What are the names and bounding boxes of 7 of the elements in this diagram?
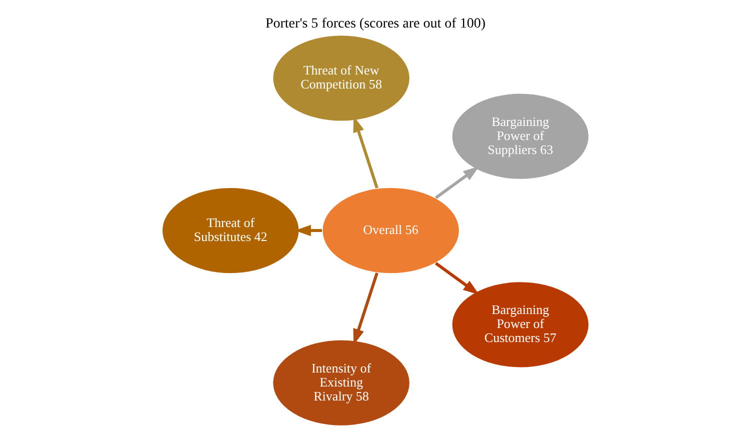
node-ellipse: Intensity of Existing Rivalry 58 xyxy=(272,339,410,426)
arrow xyxy=(434,262,479,295)
diagram-title: Porter's 5 forces (scores are out of 100) xyxy=(264,16,486,32)
node-ellipse: Overall 56 xyxy=(321,186,460,274)
arrow xyxy=(434,166,479,200)
node-ellipse: Threat of Substitutes 42 xyxy=(161,186,300,274)
node-ellipse: Threat of New Competition 58 xyxy=(272,34,410,122)
